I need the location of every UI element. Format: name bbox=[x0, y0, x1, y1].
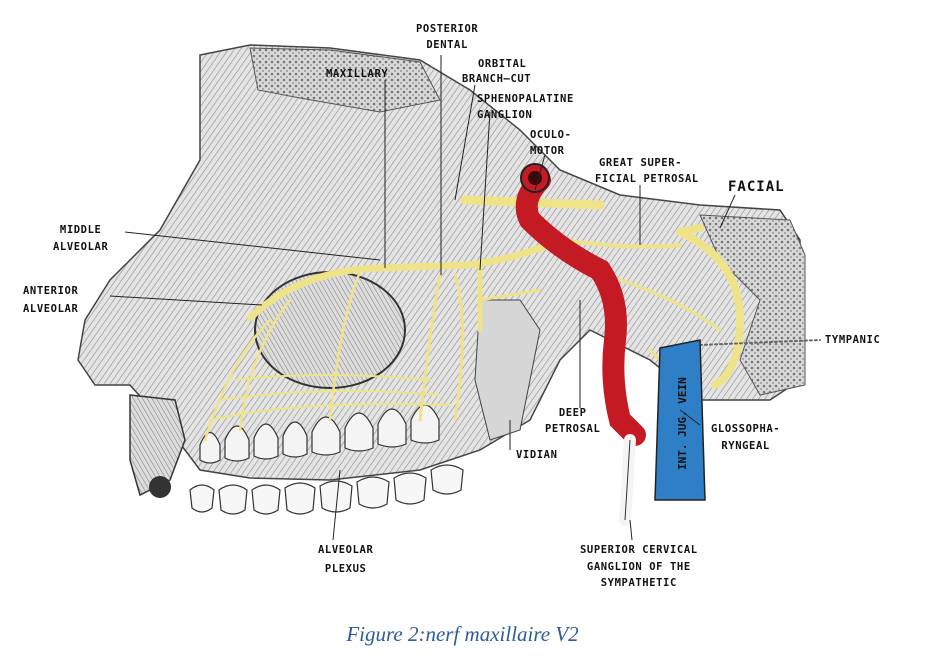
figure-caption: Figure 2:nerf maxillaire V2 bbox=[346, 622, 579, 646]
label-posterior-dental: POSTERIOR DENTAL bbox=[416, 24, 478, 50]
label-oculomotor: OCULO- MOTOR bbox=[530, 130, 572, 156]
label-line: DENTAL bbox=[426, 38, 468, 51]
label-orbital-branch: ORBITAL BRANCH—CUT bbox=[462, 59, 531, 84]
label-line: ALVEOLAR bbox=[53, 240, 109, 253]
nasal-ala bbox=[129, 394, 186, 497]
label-line: ANTERIOR bbox=[23, 285, 79, 297]
label-line: ALVEOLAR bbox=[23, 302, 79, 315]
label-glossopharyngeal: GLOSSOPHA- RYNGEAL bbox=[711, 424, 780, 451]
label-line: MOTOR bbox=[530, 144, 565, 157]
label-line: BRANCH—CUT bbox=[462, 72, 532, 85]
carotid-artery bbox=[515, 169, 646, 446]
label-deep-petrosal: DEEP PETROSAL bbox=[545, 408, 600, 434]
pterygoid-process bbox=[474, 299, 541, 441]
label-vidian: VIDIAN bbox=[516, 449, 558, 461]
label-superior-cervical-ganglion: SUPERIOR CERVICAL GANGLION OF THE SYMPAT… bbox=[580, 545, 698, 589]
label-maxillary: MAXILLARY bbox=[326, 68, 389, 80]
label-line: SUPERIOR CERVICAL bbox=[580, 544, 698, 556]
orbit-cavity bbox=[254, 271, 406, 389]
label-line: FICIAL PETROSAL bbox=[595, 172, 699, 185]
nerve-branches bbox=[203, 195, 821, 442]
frontal-sinus-bone bbox=[249, 47, 441, 113]
label-alveolar-plexus: ALVEOLAR PLEXUS bbox=[318, 545, 373, 574]
label-tympanic: TYMPANIC bbox=[825, 334, 881, 346]
label-line: PLEXUS bbox=[324, 562, 367, 575]
label-line: PETROSAL bbox=[545, 422, 601, 435]
label-anterior-alveolar: ANTERIOR ALVEOLAR bbox=[23, 286, 78, 314]
leader-lines bbox=[109, 55, 736, 541]
vein-label: INT. JUG. VEIN bbox=[676, 377, 689, 470]
label-line: OCULO- bbox=[530, 129, 572, 141]
label-line: RYNGEAL bbox=[721, 439, 770, 452]
skull-bone bbox=[77, 44, 801, 481]
lower-teeth bbox=[189, 464, 464, 515]
label-facial: FACIAL bbox=[728, 179, 785, 195]
jugular-vein bbox=[654, 339, 706, 501]
label-line: GLOSSOPHA- bbox=[711, 423, 781, 435]
label-line: DEEP bbox=[558, 407, 587, 419]
label-line: GREAT SUPER- bbox=[599, 157, 683, 169]
label-line: ORBITAL bbox=[478, 58, 527, 70]
label-line: GANGLION OF THE bbox=[586, 560, 691, 573]
label-sphenopalatine: SPHENOPALATINE GANGLION bbox=[477, 94, 574, 120]
label-line: MIDDLE bbox=[59, 224, 102, 236]
label-line: SPHENOPALATINE bbox=[477, 93, 574, 105]
nostril bbox=[149, 476, 171, 498]
label-line: SYMPATHETIC bbox=[600, 577, 677, 589]
label-line: GANGLION bbox=[477, 108, 533, 121]
label-great-superficial-petrosal: GREAT SUPER- FICIAL PETROSAL bbox=[595, 158, 699, 184]
anatomy-illustration: INT. JUG. VEIN bbox=[77, 44, 821, 541]
label-line: POSTERIOR bbox=[416, 23, 479, 35]
label-line: ALVEOLAR bbox=[318, 544, 374, 556]
label-middle-alveolar: MIDDLE ALVEOLAR bbox=[53, 225, 108, 252]
temporal-bone bbox=[699, 214, 806, 396]
